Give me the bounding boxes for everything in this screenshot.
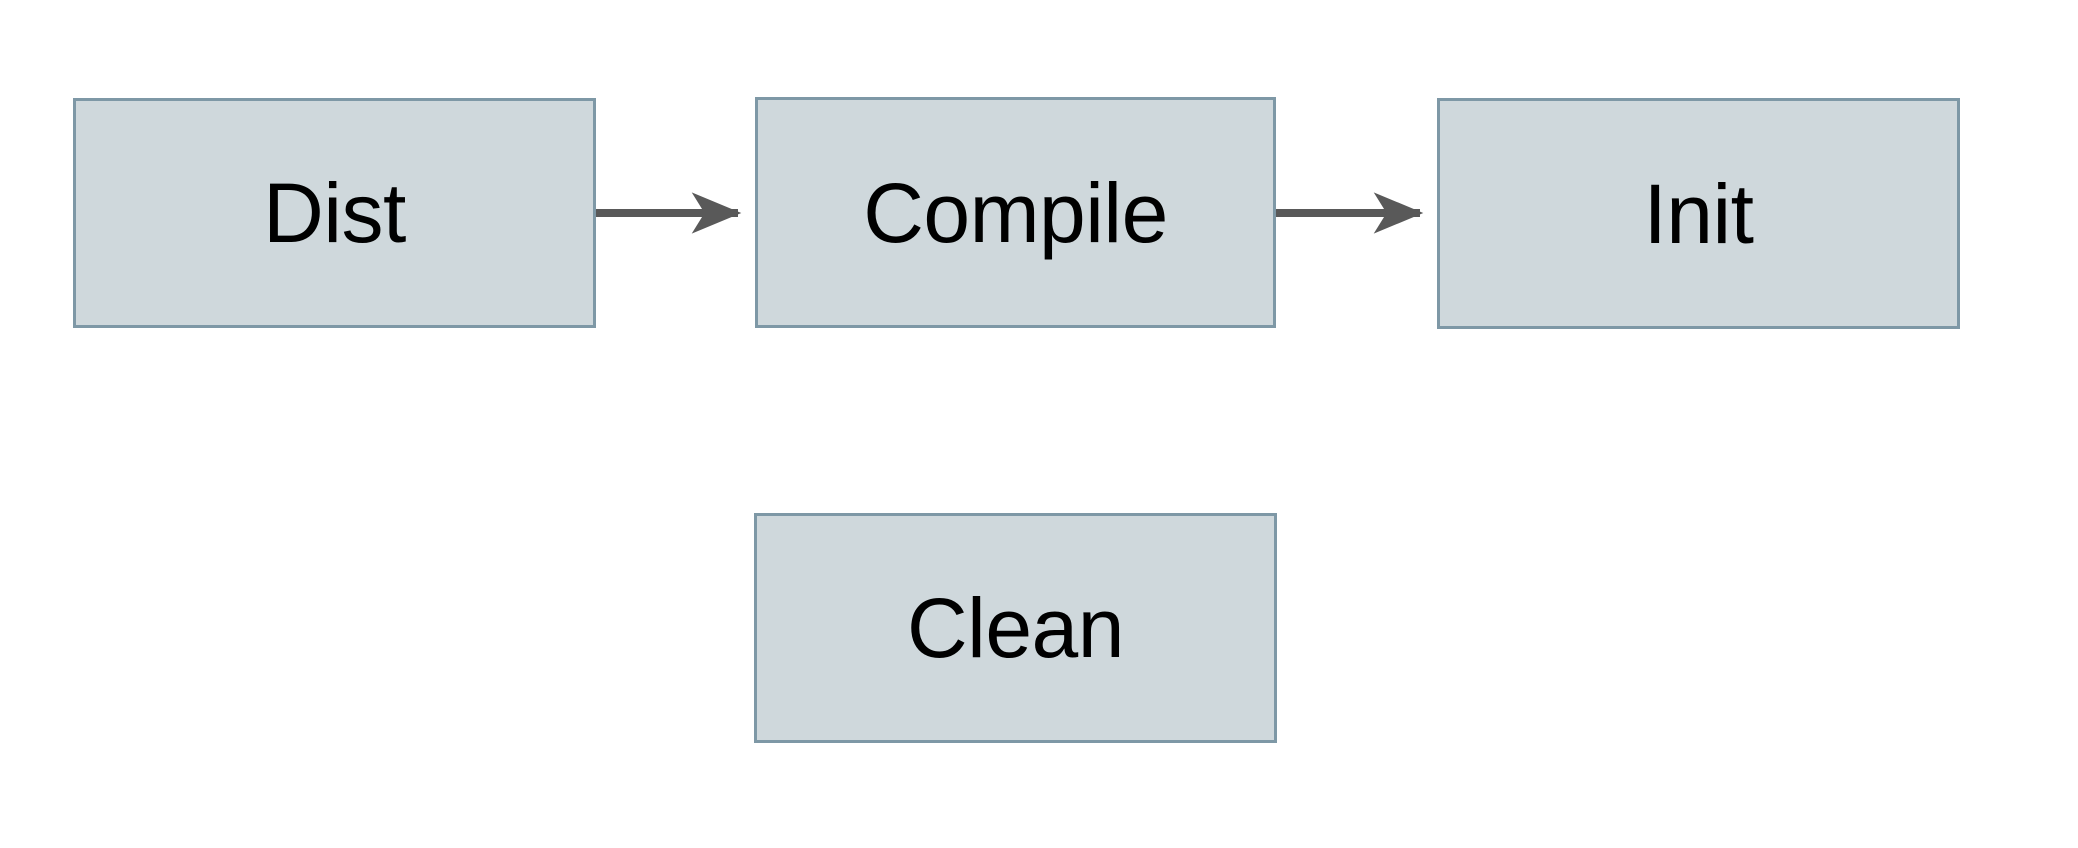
node-clean[interactable]: Clean xyxy=(754,513,1277,743)
node-dist-label: Dist xyxy=(263,166,406,260)
node-dist[interactable]: Dist xyxy=(73,98,596,328)
node-init[interactable]: Init xyxy=(1437,98,1960,329)
node-clean-label: Clean xyxy=(907,581,1124,675)
node-compile-label: Compile xyxy=(863,165,1168,260)
node-init-label: Init xyxy=(1643,166,1754,261)
node-compile[interactable]: Compile xyxy=(755,97,1276,328)
